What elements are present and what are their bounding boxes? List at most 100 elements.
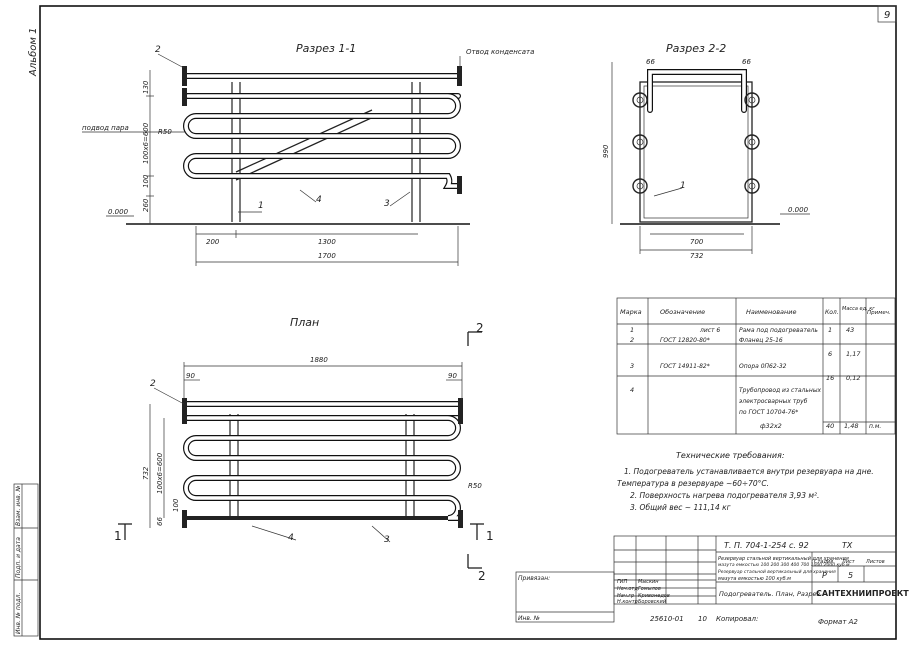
plan-mark-2: 2 [150,379,156,389]
section-2-view: Разрез 2-2 990 66 66 700 732 0.000 1 [602,42,810,260]
s1-steam-in: подвод пара [82,124,129,132]
plan-dim-100x6: 100х6=600 [156,452,164,494]
spec-row: по ГОСТ 10704-76* [739,409,798,416]
s2-dim-66b: 66 [742,58,751,66]
spec-row: 1 лист 6 Рама под подогреватель 1 43 [630,326,854,334]
s1-dim-1700: 1700 [318,252,336,260]
tb-name: Боровский [638,599,667,605]
plan-cut-1-left: 1 [114,529,122,543]
spec-h-note: Примеч. [867,310,891,316]
tb-desc-2: мазута емкостью 100 200 300 400 700 1000… [718,562,850,568]
tb-name: Кривонедов [638,593,670,599]
spec-cell: 2 [630,336,634,344]
spec-cell: 1,48 [844,422,858,430]
tb-sheet: 5 [848,571,853,580]
spec-row: 2 ГОСТ 12820-80* Фланец 25-16 6 1,17 [630,336,861,358]
spec-h-name: Наименование [746,308,797,316]
s1-mark-2: 2 [155,45,161,55]
plan-dim-90b: 90 [448,372,457,380]
spec-cell: ф32х2 [760,422,782,430]
s1-mark-4: 4 [316,195,322,205]
spec-row: электросварных труб [739,398,808,405]
plan-mark-4: 4 [288,533,294,543]
sheet-frame [39,5,897,640]
tb-role: Н.контр [617,599,638,605]
tb-inv: Инв. № [518,615,540,622]
spec-cell: 1,17 [846,350,861,358]
spec-cell: п.м. [869,423,881,430]
spec-rows: 1 лист 6 Рама под подогреватель 1 43 2 Г… [617,326,895,430]
tech-requirements: Технические требования: 1. Подогреватель… [617,451,874,512]
spec-cell: 4 [630,386,634,394]
tb-org: САНТЕХНИИПРОЕКТ [816,589,909,598]
spec-cell: лист 6 [699,327,720,334]
plan-cut-2-bottom: 2 [478,569,486,583]
tb-sheet-header: Лист [841,559,856,565]
s1-dim-260: 260 [142,198,150,212]
spec-table: Марка Обозначение Наименование Кол. Масс… [616,297,896,435]
s1-condensate-out: Отвод конденсата [466,48,534,56]
plan-cut-1-right: 1 [486,529,494,543]
spec-cell: по ГОСТ 10704-76* [739,409,798,416]
spec-h-qty: Кол. [825,309,839,316]
stamp-podp-data: Подп. и дата [15,537,22,578]
spec-cell: 16 [826,374,834,382]
spec-row: ф32х2 40 1,48 п.м. [760,422,881,430]
spec-cell: ГОСТ 14911-82* [660,363,710,370]
spec-cell: 0,12 [846,374,860,382]
tb-code: Т. П. 704-1-254 с. 92 [724,541,809,550]
tb-stage-header: Стадия [814,559,833,565]
s2-dim-732: 732 [690,252,704,260]
s1-dim-200: 200 [206,238,220,246]
tb-name: Мыскин [638,579,659,585]
spec-h-mass: Масса ед. кг [842,306,875,312]
tb-number: 25610-01 [650,615,684,623]
tech-line-1: 1. Подогреватель устанавливается внутри … [624,467,874,476]
spec-h-designation: Обозначение [660,308,705,316]
spec-cell: ГОСТ 12820-80* [660,337,710,344]
spec-cell: 6 [828,350,832,358]
spec-row: 3 ГОСТ 14911-82* Опора 0П62-32 16 0,12 [630,362,860,382]
plan-view: План 1880 90 90 732 100х6=600 66 100 R50 [114,316,494,583]
s2-mark-1: 1 [680,181,686,191]
plan-dim-100: 100 [172,498,180,512]
s1-dim-1300: 1300 [318,238,336,246]
tb-sheets-header: Листов [865,559,885,565]
spec-cell: Трубопровод из стальных [739,387,822,394]
page-number: 9 [884,10,890,21]
plan-dim-732: 732 [142,466,150,480]
spec-row: 4 Трубопровод из стальных [630,386,822,394]
section-1-title: Разрез 1-1 [296,42,356,55]
spec-h-mark: Марка [620,308,642,316]
plan-cut-2-top: 2 [476,321,484,335]
tb-desc-1: Резервуар стальной вертикальный для хран… [718,556,849,562]
s1-dim-100: 100 [142,174,150,188]
spec-cell: Опора 0П62-32 [739,363,787,370]
tb-section: ТХ [842,541,853,550]
section-1-view: Разрез 1-1 130 100х6=600 100 260 200 130… [82,42,534,266]
tb-desc-3: Резервуар стальной вертикальный для хран… [718,569,836,575]
side-stamp: Инв. № подл. Подп. и дата Взам. инв. № [13,483,39,637]
album-label: Альбом 1 [27,28,39,78]
tech-line-3: 2. Поверхность нагрева подогревателя 3,9… [630,491,819,500]
tb-name: Гомылов [638,586,661,592]
plan-mark-3: 3 [384,535,390,545]
tb-role: Нач.отд [617,586,638,592]
spec-cell: 3 [630,362,634,370]
tech-title: Технические требования: [676,451,785,460]
tech-line-2: Температура в резервуаре ~60÷70°С. [617,479,769,488]
plan-dim-90a: 90 [186,372,195,380]
s1-level: 0.000 [108,208,129,216]
s1-dim-100x6: 100х6=600 [142,122,150,164]
section-2-title: Разрез 2-2 [666,42,726,55]
tb-attached: Привязан: [518,575,550,582]
spec-cell: Рама под подогреватель [739,327,818,334]
tech-line-4: 3. Общий вес ~ 111,14 кг [630,503,731,512]
spec-cell: 43 [846,326,854,334]
tb-format: Формат А2 [818,618,858,626]
s2-dim-66a: 66 [646,58,655,66]
tb-copied: Копировал: [716,615,758,623]
tb-role: ГИП [617,579,628,585]
tb-sheet-title: Подогреватель. План, Разрез [719,590,820,598]
